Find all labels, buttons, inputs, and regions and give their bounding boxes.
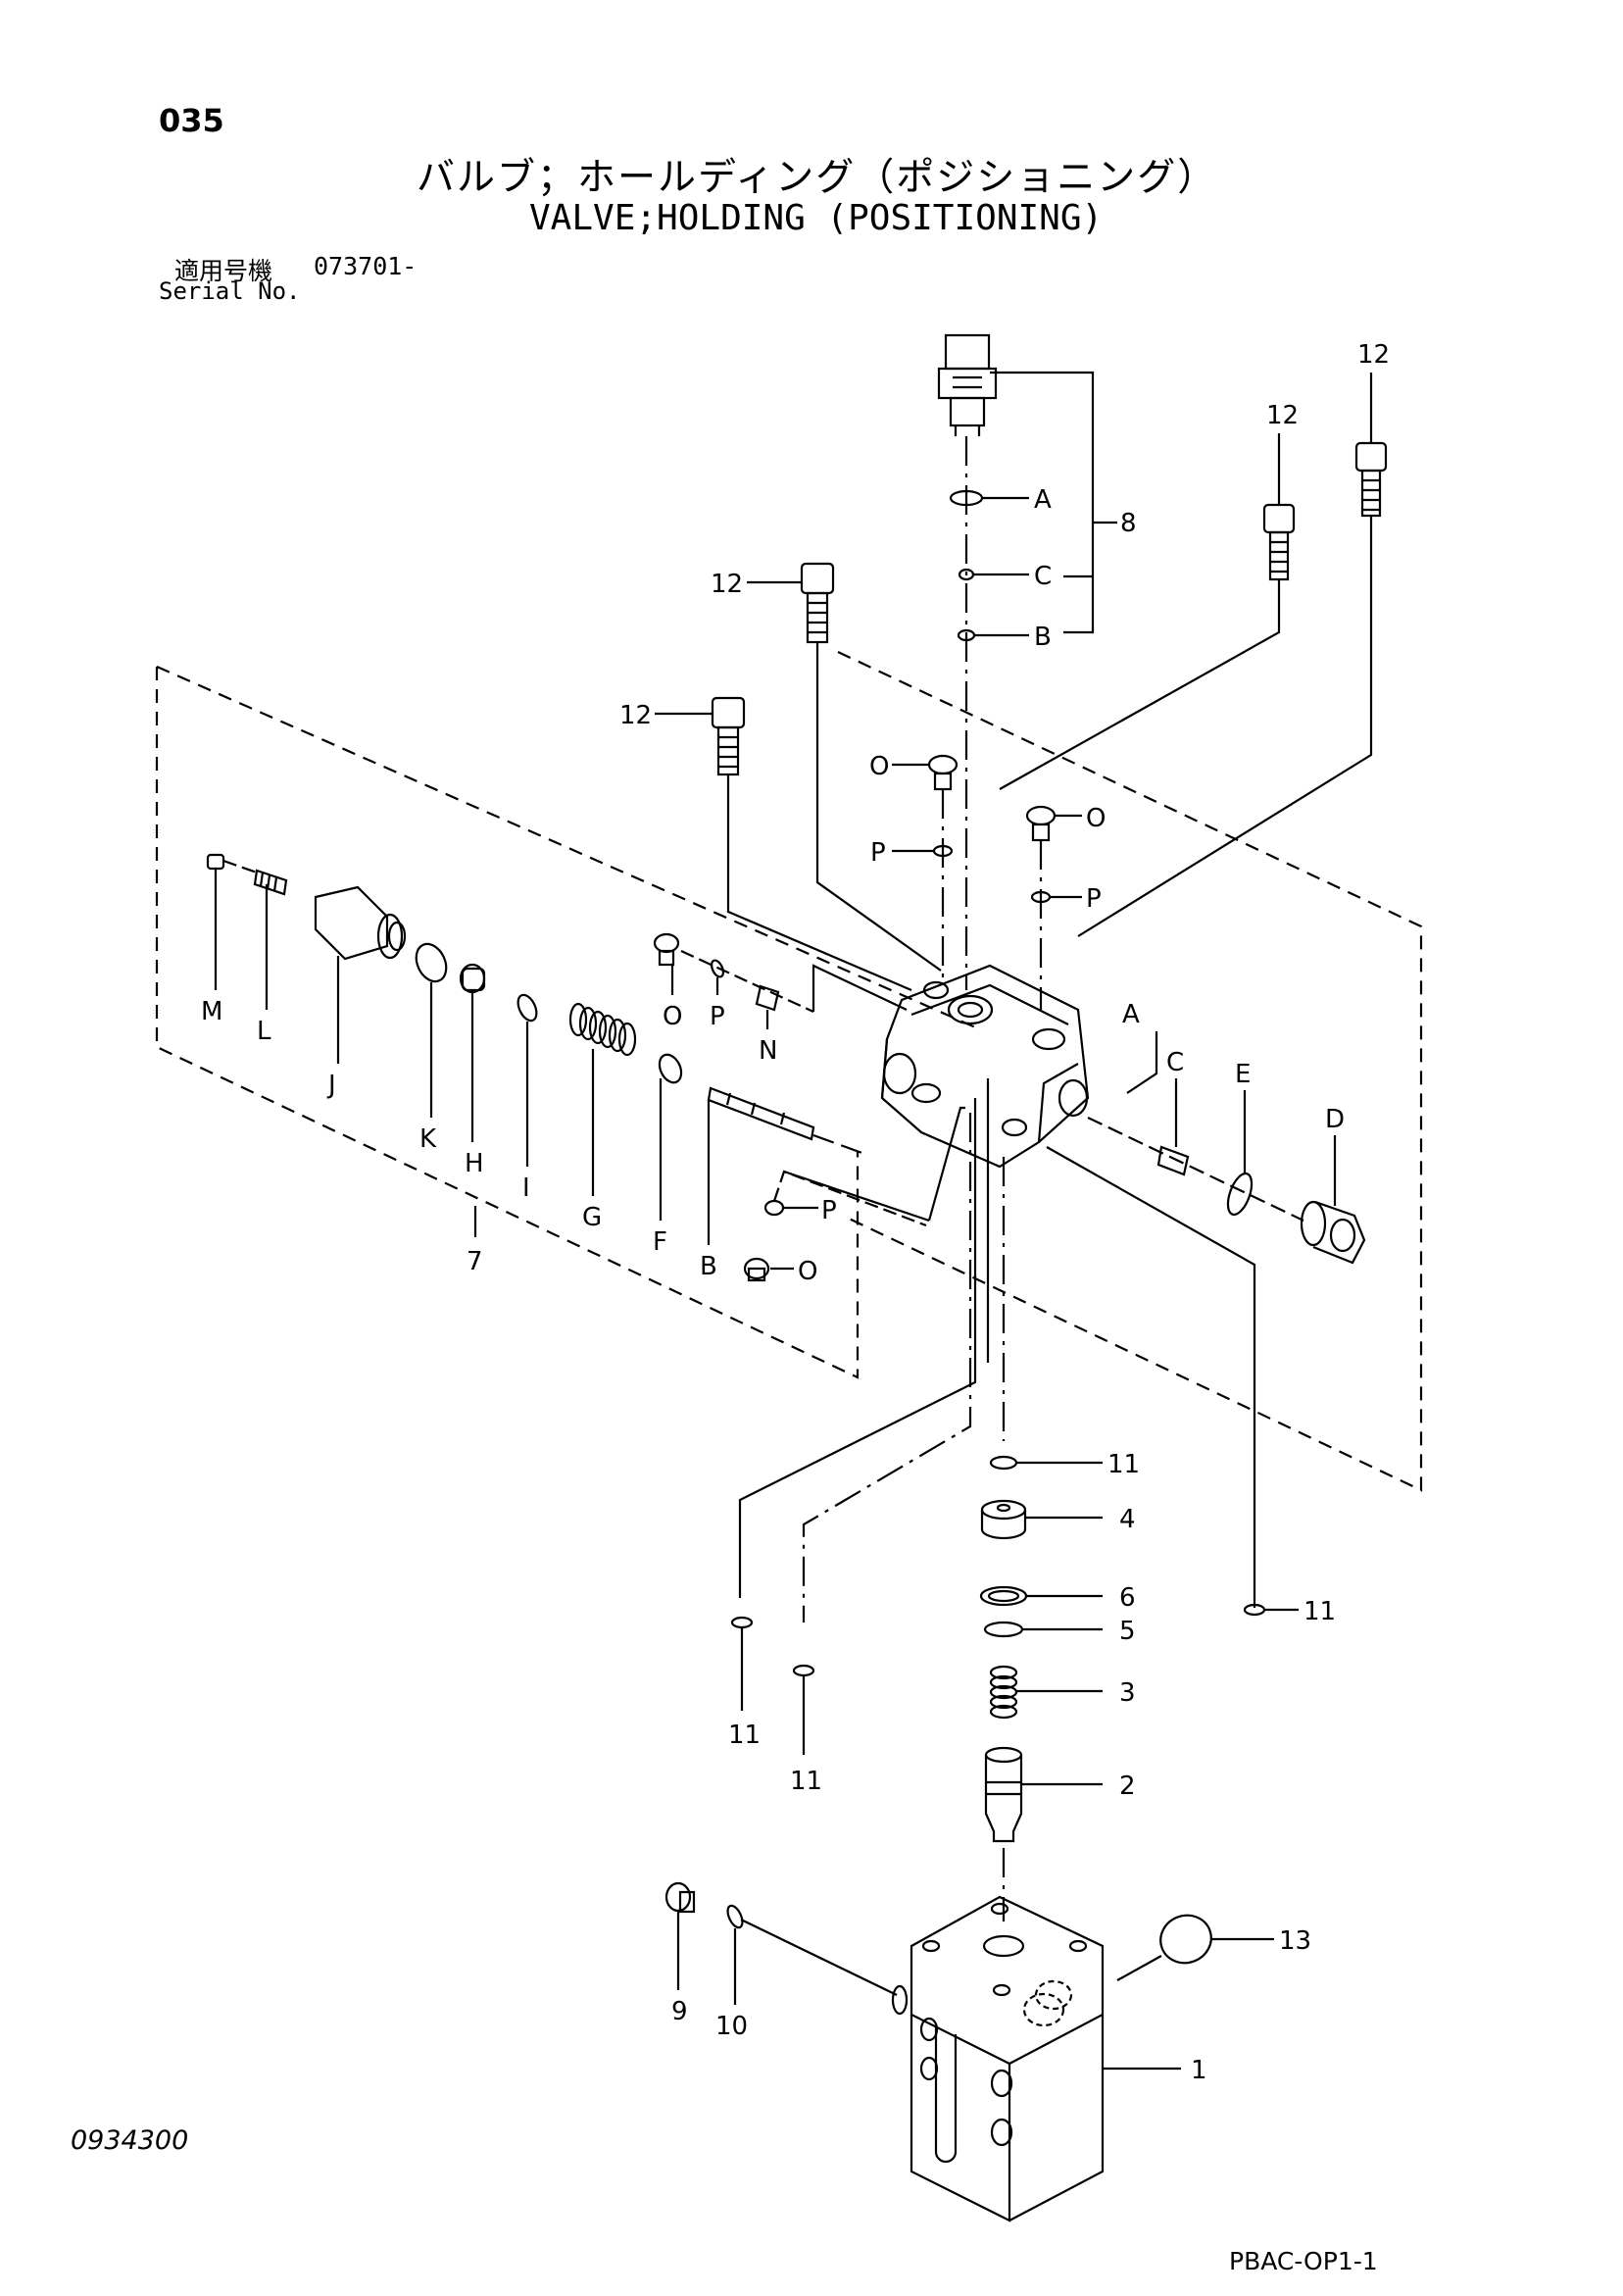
callout-7: 7	[467, 1247, 483, 1276]
callout-13: 13	[1279, 1926, 1311, 1956]
seal-11-lower-mid	[792, 1664, 815, 1677]
cap-screw-12-left-top	[800, 562, 835, 644]
callout-a-right: A	[1122, 1000, 1140, 1029]
callout-h: H	[465, 1149, 484, 1178]
washer-f	[658, 1053, 683, 1084]
spring-3	[989, 1665, 1018, 1720]
screw-l	[253, 869, 288, 896]
serial-label-japanese: 適用号機	[174, 257, 273, 285]
callout-n: N	[759, 1036, 777, 1066]
callout-11-column: 11	[1107, 1450, 1140, 1479]
cap-screw-12-right-mid	[1262, 503, 1296, 581]
callout-p-left: P	[710, 1002, 725, 1031]
cap-screw-12-left-mid	[711, 696, 746, 776]
callout-8: 8	[1120, 509, 1137, 538]
plug-o-lower	[743, 1257, 770, 1282]
valve-body	[880, 964, 1090, 1169]
poppet-2	[984, 1746, 1023, 1843]
callout-d: D	[1325, 1105, 1345, 1134]
callout-3: 3	[1119, 1678, 1136, 1708]
o-ring-13	[1159, 1914, 1212, 1965]
spool-b	[707, 1086, 815, 1141]
callout-k: K	[419, 1124, 437, 1154]
callout-11-mid: 11	[790, 1767, 822, 1796]
plug-o-right	[1025, 805, 1057, 842]
seal-c-top	[958, 568, 975, 581]
callout-12-right-top: 12	[1357, 340, 1390, 370]
o-ring-5	[983, 1621, 1024, 1638]
callout-g: G	[582, 1203, 602, 1232]
callout-p-upper: P	[870, 838, 886, 868]
page-title-japanese: バルブ；ホールディング（ポジショニング）	[417, 156, 1218, 200]
seal-10	[726, 1904, 744, 1929]
callout-o-lower: O	[798, 1257, 817, 1286]
ring-i	[516, 993, 538, 1023]
callout-12-left-mid: 12	[619, 701, 652, 730]
plug-j	[314, 885, 407, 961]
callout-12-left-top: 12	[711, 570, 743, 599]
drawing-number: 0934300	[71, 2125, 189, 2156]
callout-6: 6	[1119, 1583, 1136, 1613]
callout-a-top: A	[1034, 485, 1052, 515]
plug-o-upper	[927, 754, 959, 791]
callout-b-top: B	[1034, 623, 1052, 652]
callout-11-right: 11	[1303, 1597, 1336, 1626]
orifice-c	[1156, 1145, 1190, 1176]
callout-b-spool: B	[700, 1252, 717, 1281]
seat-h	[459, 963, 486, 994]
assembly-7-boundary	[155, 667, 860, 1379]
callout-e: E	[1235, 1060, 1251, 1089]
plug-9	[664, 1881, 696, 1914]
leader-8-bracket	[990, 371, 1095, 634]
seal-11-lower-left	[730, 1616, 754, 1629]
callout-2: 2	[1119, 1772, 1136, 1801]
seal-11-column	[989, 1455, 1018, 1471]
set-screw-n	[755, 984, 780, 1012]
screw-m	[206, 853, 225, 871]
fitting-8	[937, 333, 998, 436]
callout-1: 1	[1191, 2056, 1207, 2085]
page-title-english: VALVE;HOLDING (POSITIONING)	[529, 198, 1104, 238]
callout-j: J	[326, 1071, 336, 1100]
callout-p-lower: P	[821, 1196, 837, 1225]
callout-10: 10	[715, 2012, 748, 2041]
housing-1	[891, 1895, 1105, 2222]
assembly-right-boundary	[837, 651, 1423, 1492]
seal-p-lower	[763, 1199, 785, 1217]
callout-o-left: O	[663, 1002, 682, 1031]
callout-11-left: 11	[728, 1721, 761, 1750]
callout-c-top: C	[1034, 562, 1052, 591]
callout-o-upper: O	[869, 752, 889, 781]
spring-g	[568, 1002, 637, 1057]
callout-9: 9	[671, 1997, 688, 2026]
plug-d	[1300, 1200, 1366, 1265]
serial-number-value: 073701-	[314, 252, 418, 280]
cap-screw-12-right-top	[1354, 441, 1388, 518]
assembly-7-boundary-top	[156, 665, 981, 1031]
callout-4: 4	[1119, 1505, 1136, 1534]
piston-4	[980, 1499, 1027, 1540]
callout-l: L	[257, 1017, 271, 1046]
page-number: 035	[159, 102, 224, 139]
callout-m: M	[201, 997, 222, 1026]
o-ring-k	[415, 942, 448, 983]
callout-c-right: C	[1166, 1048, 1184, 1077]
callout-5: 5	[1119, 1617, 1136, 1646]
callout-i: I	[522, 1173, 530, 1203]
callout-o-right: O	[1086, 804, 1106, 833]
o-ring-e	[1226, 1172, 1254, 1217]
plug-o-left	[653, 932, 680, 967]
callout-f: F	[653, 1227, 667, 1257]
seal-p-left	[710, 959, 725, 978]
serial-label-english: Serial No.	[159, 277, 301, 305]
callout-p-right: P	[1086, 884, 1102, 914]
callout-12-right-mid: 12	[1266, 401, 1299, 430]
reference-code: PBAC-OP1-1	[1229, 2247, 1378, 2275]
